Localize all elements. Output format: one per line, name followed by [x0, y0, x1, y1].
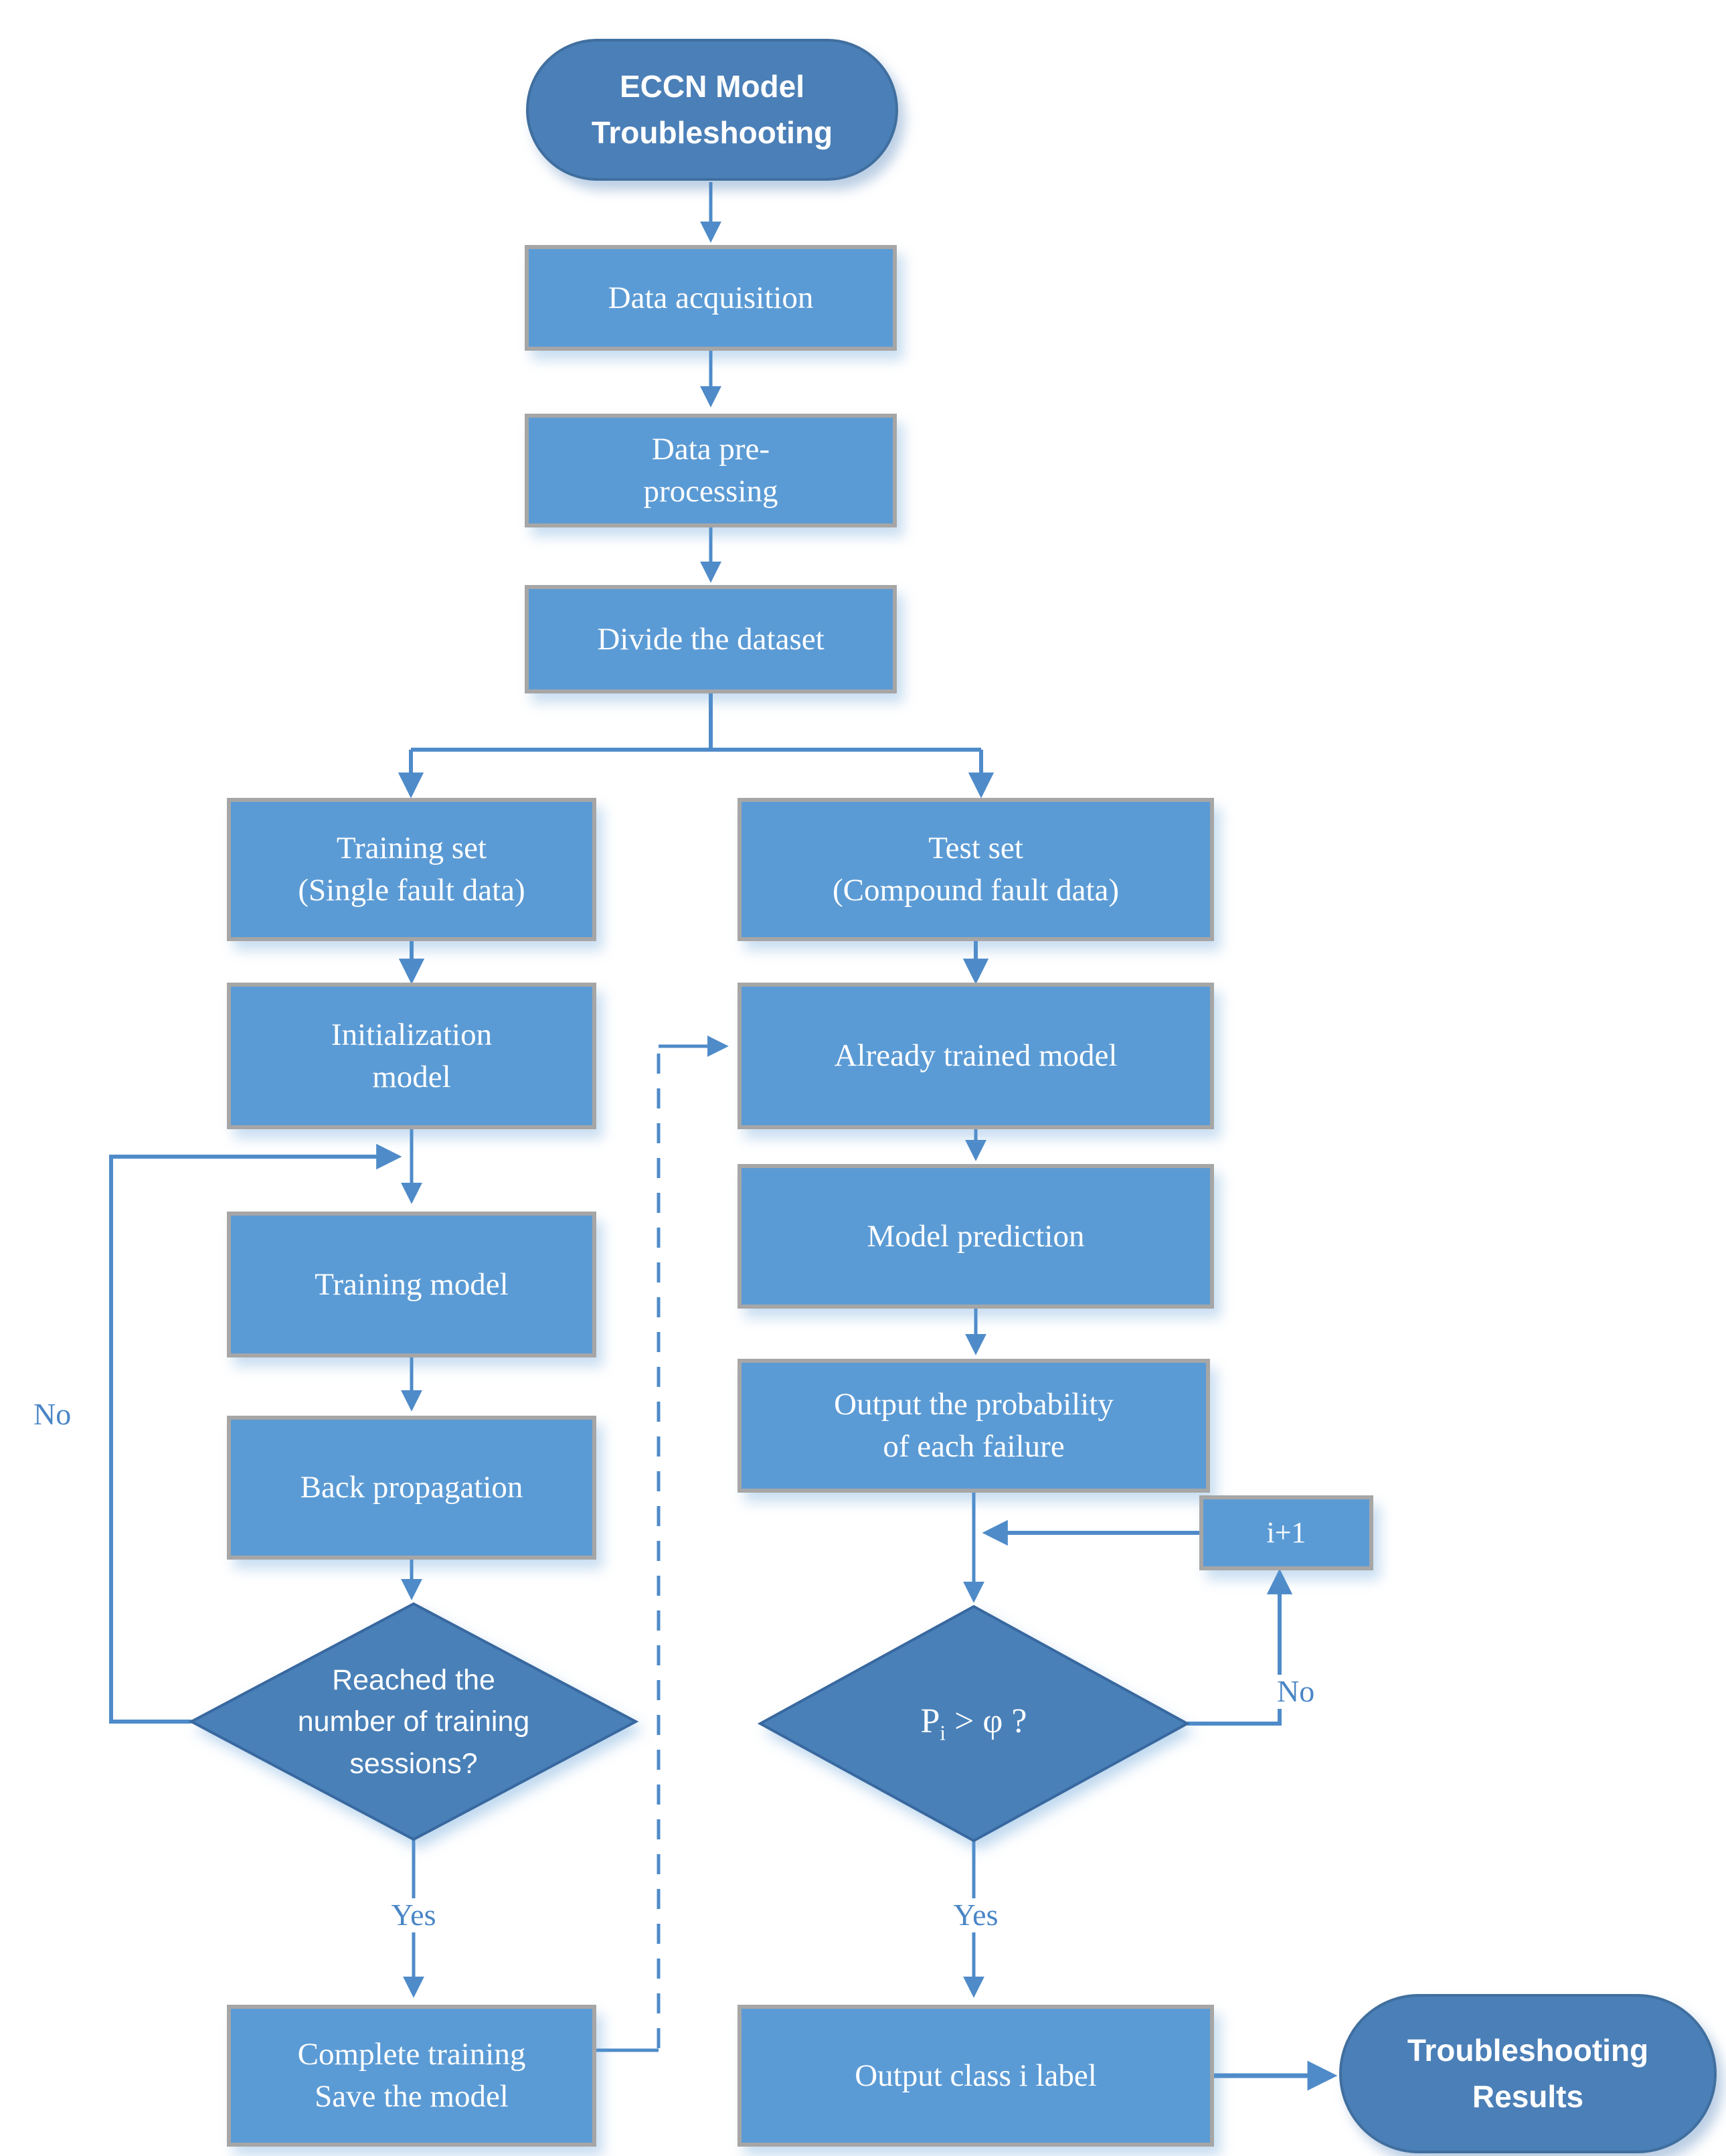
step-label: Model prediction	[867, 1218, 1085, 1254]
decision-probability-threshold: Pi > φ ?	[840, 1673, 1108, 1774]
step-label: Data acquisition	[608, 280, 814, 315]
step-label: Output class i label	[855, 2058, 1097, 2093]
step-output-class-label: Output class i label	[738, 2005, 1214, 2147]
step-initialization-model: Initialization model	[227, 983, 596, 1129]
results-line2: Results	[1472, 2079, 1584, 2114]
step-test-set: Test set (Compound fault data)	[738, 798, 1214, 941]
decision-line3: sessions?	[349, 1747, 478, 1780]
loop-no-connector	[109, 1143, 402, 1724]
step-label: Divide the dataset	[597, 621, 825, 657]
step-label: i+1	[1266, 1515, 1306, 1549]
step-data-preprocessing: Data pre- processing	[525, 414, 897, 527]
probability-subscript: i	[940, 1721, 946, 1745]
step-label-line2: of each failure	[883, 1429, 1065, 1464]
decision-line2: number of training	[297, 1706, 530, 1738]
step-label: Training model	[315, 1266, 509, 1302]
step-training-set: Training set (Single fault data)	[227, 798, 596, 941]
results-line1: Troubleshooting	[1407, 2033, 1649, 2068]
edge-label-yes-right: Yes	[949, 1898, 1003, 1932]
step-label-line1: Training set	[336, 831, 487, 866]
start-terminator: ECCN Model Troubleshooting	[526, 39, 898, 181]
step-label-line2: (Compound fault data)	[832, 873, 1120, 908]
step-label-line2: Save the model	[315, 2079, 509, 2114]
step-label-line1: Test set	[928, 831, 1023, 866]
step-label-line1: Data pre-	[651, 432, 770, 467]
split-connector	[411, 693, 981, 752]
step-label-line2: (Single fault data)	[298, 873, 525, 908]
step-label-line1: Output the probability	[834, 1387, 1114, 1422]
decision-expression: Pi > φ ?	[920, 1702, 1027, 1745]
edge-label-yes-left: Yes	[387, 1898, 440, 1932]
step-label: Back propagation	[300, 1470, 523, 1505]
step-increment-i: i+1	[1199, 1495, 1373, 1570]
step-label-line2: model	[372, 1059, 451, 1094]
threshold-comparison: > φ ?	[946, 1702, 1027, 1741]
step-complete-training: Complete training Save the model	[227, 2005, 596, 2147]
step-divide-dataset: Divide the dataset	[525, 585, 897, 693]
step-output-probability: Output the probability of each failure	[738, 1359, 1210, 1493]
decision-line1: Reached the	[332, 1663, 495, 1696]
step-training-model: Training model	[227, 1212, 596, 1357]
no-right-elbow-to-iplus1	[1187, 1568, 1293, 1726]
diamond-training-shape	[188, 1602, 639, 1841]
step-label-line1: Complete training	[297, 2037, 526, 2072]
results-terminator: Troubleshooting Results	[1339, 1994, 1717, 2153]
step-label: Already trained model	[834, 1038, 1118, 1074]
diamond-probability-shape	[757, 1604, 1191, 1843]
step-label-line2: processing	[643, 474, 778, 509]
step-back-propagation: Back propagation	[227, 1416, 596, 1560]
probability-symbol: P	[920, 1702, 940, 1741]
start-line2: Troubleshooting	[591, 115, 833, 150]
step-model-prediction: Model prediction	[738, 1164, 1214, 1309]
step-data-acquisition: Data acquisition	[525, 245, 897, 351]
start-line1: ECCN Model	[620, 69, 804, 104]
edge-label-no-right: No	[1273, 1674, 1319, 1709]
edge-label-no-left: No	[33, 1397, 72, 1431]
decision-training-sessions: Reached the number of training sessions?	[246, 1627, 581, 1817]
step-label-line1: Initialization	[331, 1017, 493, 1052]
step-already-trained-model: Already trained model	[738, 983, 1214, 1129]
